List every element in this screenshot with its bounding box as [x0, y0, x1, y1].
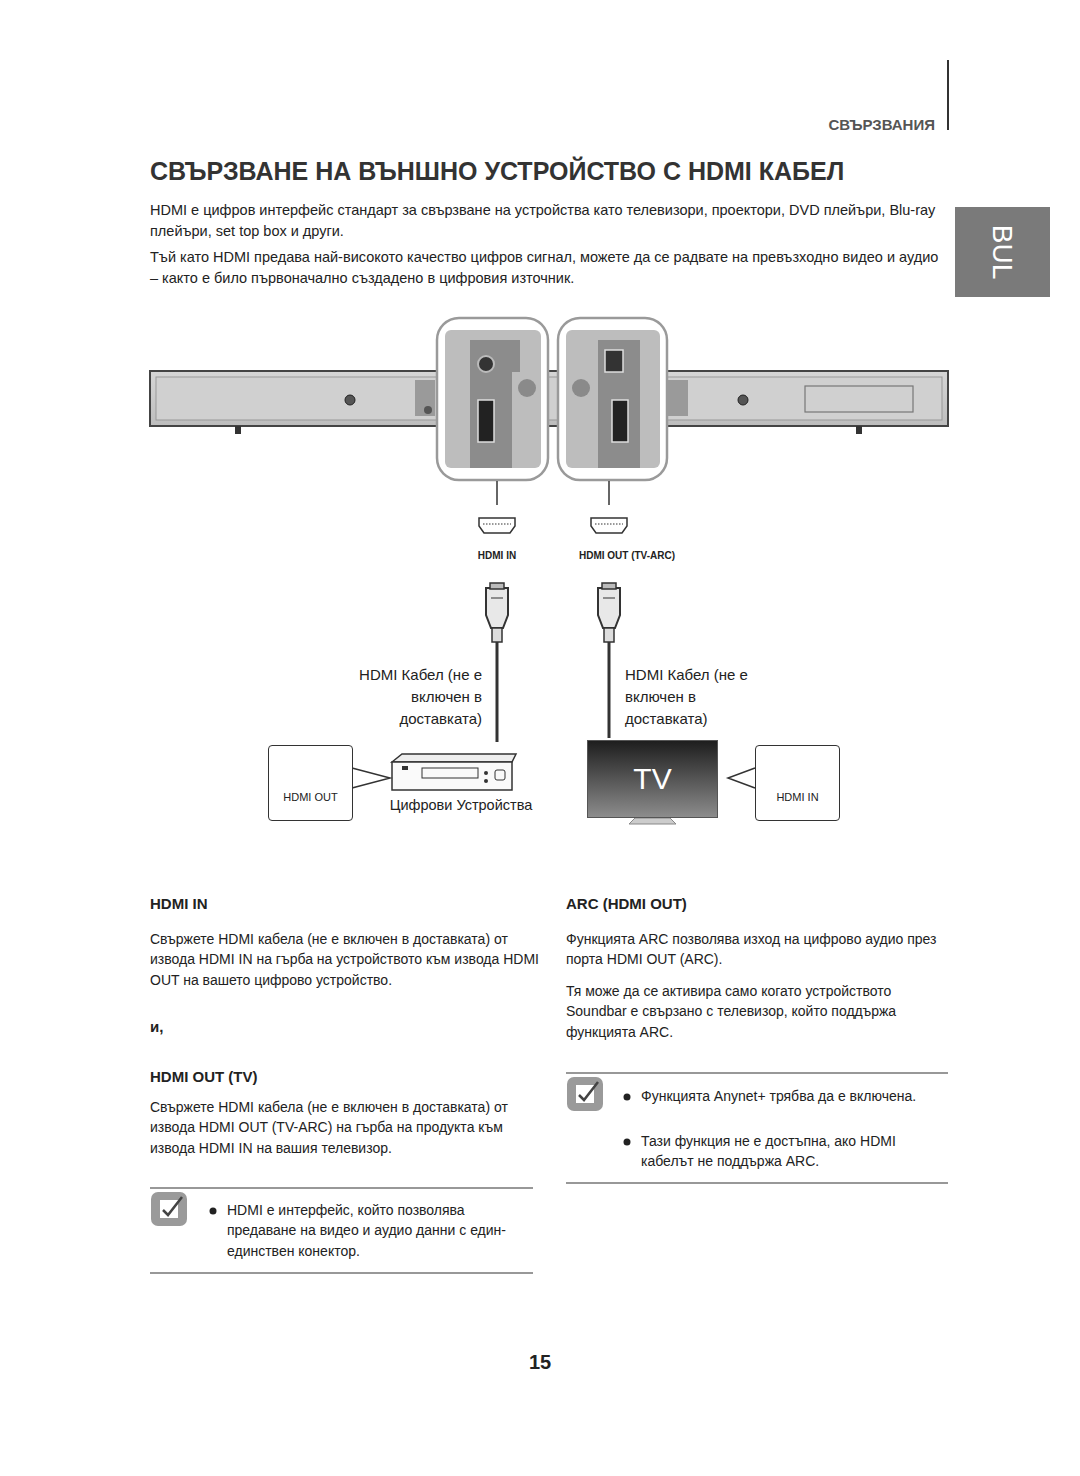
page-title: СВЪРЗВАНЕ НА ВЪНШНО УСТРОЙСТВО С HDMI КА…: [150, 156, 940, 186]
port-box-text: HDMI IN: [776, 791, 818, 803]
language-tab-text: BUL: [987, 225, 1019, 279]
port-box-text: HDMI OUT: [283, 791, 337, 803]
zoom-window: [558, 318, 667, 480]
tv-stand: [629, 818, 676, 824]
port-label: HDMI OUT (TV-ARC): [559, 549, 695, 564]
callout-pointer: [352, 768, 390, 788]
port-box: HDMI OUT: [268, 745, 353, 821]
callout-pointer: [728, 768, 755, 788]
device-label-box: Цифрови Устройства: [376, 793, 546, 821]
note-text: Тази функция не е достъпна, ако HDMI каб…: [641, 1131, 941, 1172]
body-text: Свържете HDMI кабела (не е включен в дос…: [150, 1097, 540, 1158]
header-rule: [947, 60, 949, 130]
hdmi-cable: [486, 583, 620, 742]
note-text: Функцията Anynet+ трябва да е включена.: [641, 1086, 931, 1106]
zoom-window: [437, 318, 548, 480]
cable-label: HDMI Кабел (не е включен в доставката): [625, 664, 777, 729]
leader-line: [496, 481, 498, 505]
note-text: HDMI е интерфейс, който позволява предав…: [227, 1200, 527, 1261]
digital-device: [392, 754, 516, 790]
intro-text: HDMI е цифров интерфейс стандарт за свър…: [150, 200, 950, 242]
hdmi-port-icon: [290, 518, 815, 783]
port-label: HDMI IN: [447, 549, 547, 564]
body-text: и,: [150, 1016, 210, 1038]
body-text: Свържете HDMI кабела (не е включен в дос…: [150, 929, 540, 990]
intro-text: Тъй като HDMI предава най-високото качес…: [150, 247, 950, 289]
page-number: 15: [500, 1348, 580, 1377]
tv-box-text: TV: [633, 762, 671, 796]
hdmi-port-pins: [294, 524, 811, 774]
port-box: HDMI IN: [755, 745, 840, 821]
leader-line: [608, 481, 610, 505]
cable-label: HDMI Кабел (не е включен в доставката): [330, 664, 482, 729]
note-rule: [150, 1073, 948, 1273]
section-heading: HDMI OUT (TV): [150, 1066, 530, 1088]
section-header: СВЪРЗВАНИЯ: [700, 114, 935, 136]
language-tab: BUL: [955, 207, 1050, 297]
device-label-box-text: Цифрови Устройства: [390, 797, 533, 813]
tv-box: TV: [587, 740, 718, 818]
section-heading: ARC (HDMI OUT): [566, 893, 946, 915]
body-text: Функцията ARC позволява изход на цифрово…: [566, 929, 951, 970]
body-text: Тя може да се активира само когато устро…: [566, 981, 951, 1042]
section-heading: HDMI IN: [150, 893, 530, 915]
